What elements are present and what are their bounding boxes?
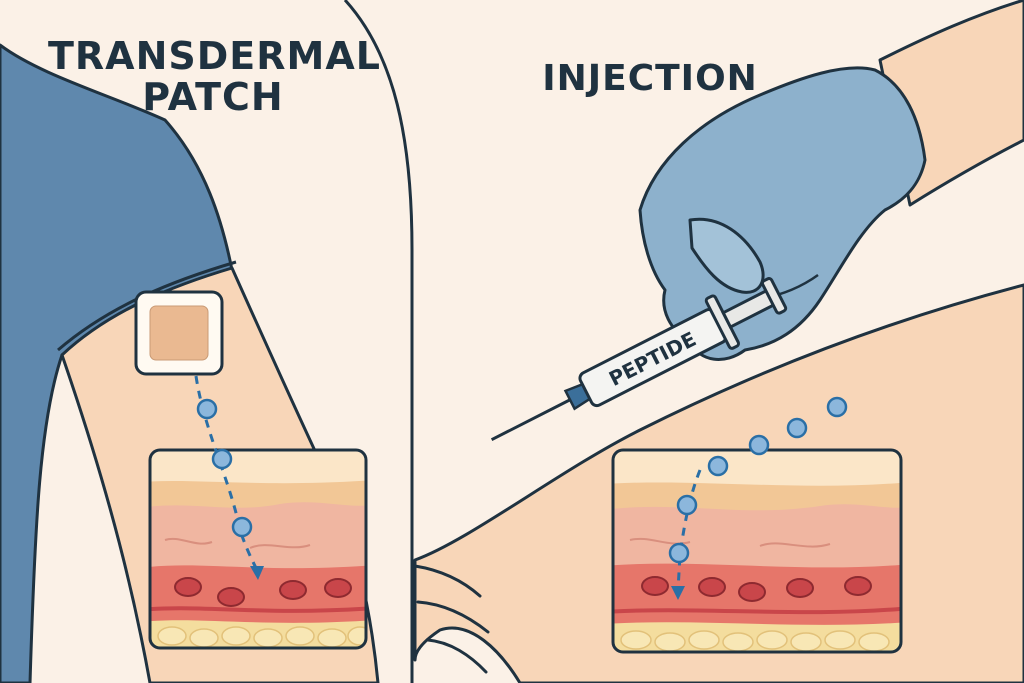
fingers xyxy=(413,564,490,674)
title-line-1: TRANSDERMAL xyxy=(48,34,381,78)
plunger-end xyxy=(760,277,788,315)
peptide-particles xyxy=(196,398,253,538)
title-line-2: PATCH xyxy=(142,75,284,120)
fat-cells xyxy=(620,630,890,652)
diffusion-arrowhead xyxy=(250,566,264,580)
red-blood-cells xyxy=(174,577,352,607)
injection-arrowhead xyxy=(671,586,685,600)
red-blood-cells xyxy=(641,576,872,602)
left-panel xyxy=(0,43,380,683)
fat-cells xyxy=(157,626,366,648)
peptide-particles xyxy=(668,396,848,564)
transdermal-patch-title: TRANSDERMAL PATCH xyxy=(48,34,381,120)
glove-thumb xyxy=(688,217,765,294)
needle xyxy=(490,397,573,442)
patch-diffusion-path xyxy=(194,375,264,580)
syringe: PEPTIDE xyxy=(490,277,788,442)
blood-vessel-line xyxy=(150,606,366,613)
injection-path xyxy=(668,396,848,600)
right-panel: PEPTIDE xyxy=(413,0,1024,683)
blood-vessel-line xyxy=(613,606,901,615)
skin-cross-section-right xyxy=(611,448,903,654)
injection-title: INJECTION xyxy=(542,58,758,99)
panel-divider xyxy=(343,0,414,683)
skin-cross-section-left xyxy=(148,448,368,650)
transdermal-patch xyxy=(134,290,224,376)
